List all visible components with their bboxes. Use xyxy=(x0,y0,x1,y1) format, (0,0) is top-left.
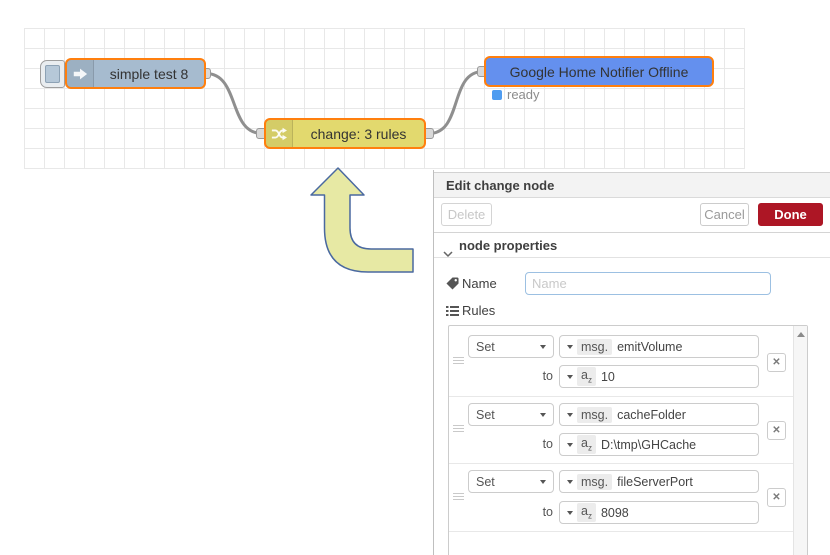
output-node-label: Google Home Notifier Offline xyxy=(509,63,689,80)
rule-action-select[interactable]: Set xyxy=(468,470,554,493)
rule-drag-handle[interactable] xyxy=(453,493,464,502)
rule-action-select[interactable]: Set xyxy=(468,335,554,358)
caret-down-icon xyxy=(567,374,573,379)
shuffle-icon xyxy=(266,120,293,147)
rule-drag-handle[interactable] xyxy=(453,357,464,366)
rule-value-field[interactable]: az D:\tmp\GHCache xyxy=(559,433,759,456)
output-node[interactable]: Google Home Notifier Offline xyxy=(484,56,714,87)
change-node[interactable]: change: 3 rules xyxy=(264,118,426,149)
msg-type-chip[interactable]: msg. xyxy=(577,406,613,423)
caret-down-icon xyxy=(540,479,546,484)
rule-action-value: Set xyxy=(476,407,495,422)
rule-property-value: fileServerPort xyxy=(617,474,693,489)
scroll-up-icon[interactable] xyxy=(797,332,805,337)
string-type-icon[interactable]: az xyxy=(577,367,596,386)
chevron-down-icon xyxy=(443,241,453,266)
cancel-button[interactable]: Cancel xyxy=(700,203,749,226)
rule-value: 8098 xyxy=(600,505,629,520)
toolbar-divider xyxy=(434,232,830,233)
tag-icon xyxy=(446,277,459,295)
rule-action-select[interactable]: Set xyxy=(468,403,554,426)
rule-divider xyxy=(449,396,793,397)
section-node-properties[interactable]: node properties xyxy=(434,233,830,258)
node-status-text: ready xyxy=(507,87,540,102)
change-node-label: change: 3 rules xyxy=(310,125,407,142)
msg-type-chip[interactable]: msg. xyxy=(577,473,613,490)
rule-action-value: Set xyxy=(476,339,495,354)
caret-down-icon xyxy=(567,344,573,349)
caret-down-icon xyxy=(540,412,546,417)
remove-rule-button[interactable]: ✕ xyxy=(767,488,786,507)
panel-title: Edit change node xyxy=(434,172,830,198)
rules-list: Set msg. emitVolume to az 10 ✕ Set msg. … xyxy=(448,325,808,555)
done-button[interactable]: Done xyxy=(758,203,823,226)
caret-down-icon xyxy=(540,344,546,349)
rule-divider xyxy=(449,531,793,532)
caret-down-icon xyxy=(567,412,573,417)
to-label: to xyxy=(542,437,553,451)
to-label: to xyxy=(542,505,553,519)
section-label: node properties xyxy=(459,238,558,253)
inject-node-label: simple test 8 xyxy=(109,65,189,82)
remove-rule-button[interactable]: ✕ xyxy=(767,353,786,372)
to-label: to xyxy=(542,369,553,383)
rule-property-field[interactable]: msg. emitVolume xyxy=(559,335,759,358)
node-status-dot xyxy=(492,90,502,100)
list-icon xyxy=(446,304,459,322)
rule-action-value: Set xyxy=(476,474,495,489)
caret-down-icon xyxy=(567,442,573,447)
rule-drag-handle[interactable] xyxy=(453,425,464,434)
name-input[interactable] xyxy=(525,272,771,295)
rule-value-field[interactable]: az 8098 xyxy=(559,501,759,524)
caret-down-icon xyxy=(567,479,573,484)
rules-scrollbar[interactable] xyxy=(793,326,807,555)
name-field-label: Name xyxy=(462,276,497,291)
inject-arrow-icon xyxy=(67,60,94,87)
rule-value: D:\tmp\GHCache xyxy=(600,437,697,452)
inject-node[interactable]: simple test 8 xyxy=(65,58,206,89)
msg-type-chip[interactable]: msg. xyxy=(577,338,613,355)
rule-property-field[interactable]: msg. fileServerPort xyxy=(559,470,759,493)
string-type-icon[interactable]: az xyxy=(577,503,596,522)
inject-trigger-inner xyxy=(45,65,60,83)
rule-property-value: cacheFolder xyxy=(617,407,686,422)
rule-property-value: emitVolume xyxy=(617,339,683,354)
rule-divider xyxy=(449,463,793,464)
rule-value: 10 xyxy=(600,369,615,384)
remove-rule-button[interactable]: ✕ xyxy=(767,421,786,440)
delete-button[interactable]: Delete xyxy=(441,203,492,226)
caret-down-icon xyxy=(567,510,573,515)
rule-value-field[interactable]: az 10 xyxy=(559,365,759,388)
inject-trigger-button[interactable] xyxy=(40,60,65,88)
rule-property-field[interactable]: msg. cacheFolder xyxy=(559,403,759,426)
string-type-icon[interactable]: az xyxy=(577,435,596,454)
rules-field-label: Rules xyxy=(462,303,496,318)
edit-panel: Edit change node Delete Cancel Done node… xyxy=(433,170,830,555)
